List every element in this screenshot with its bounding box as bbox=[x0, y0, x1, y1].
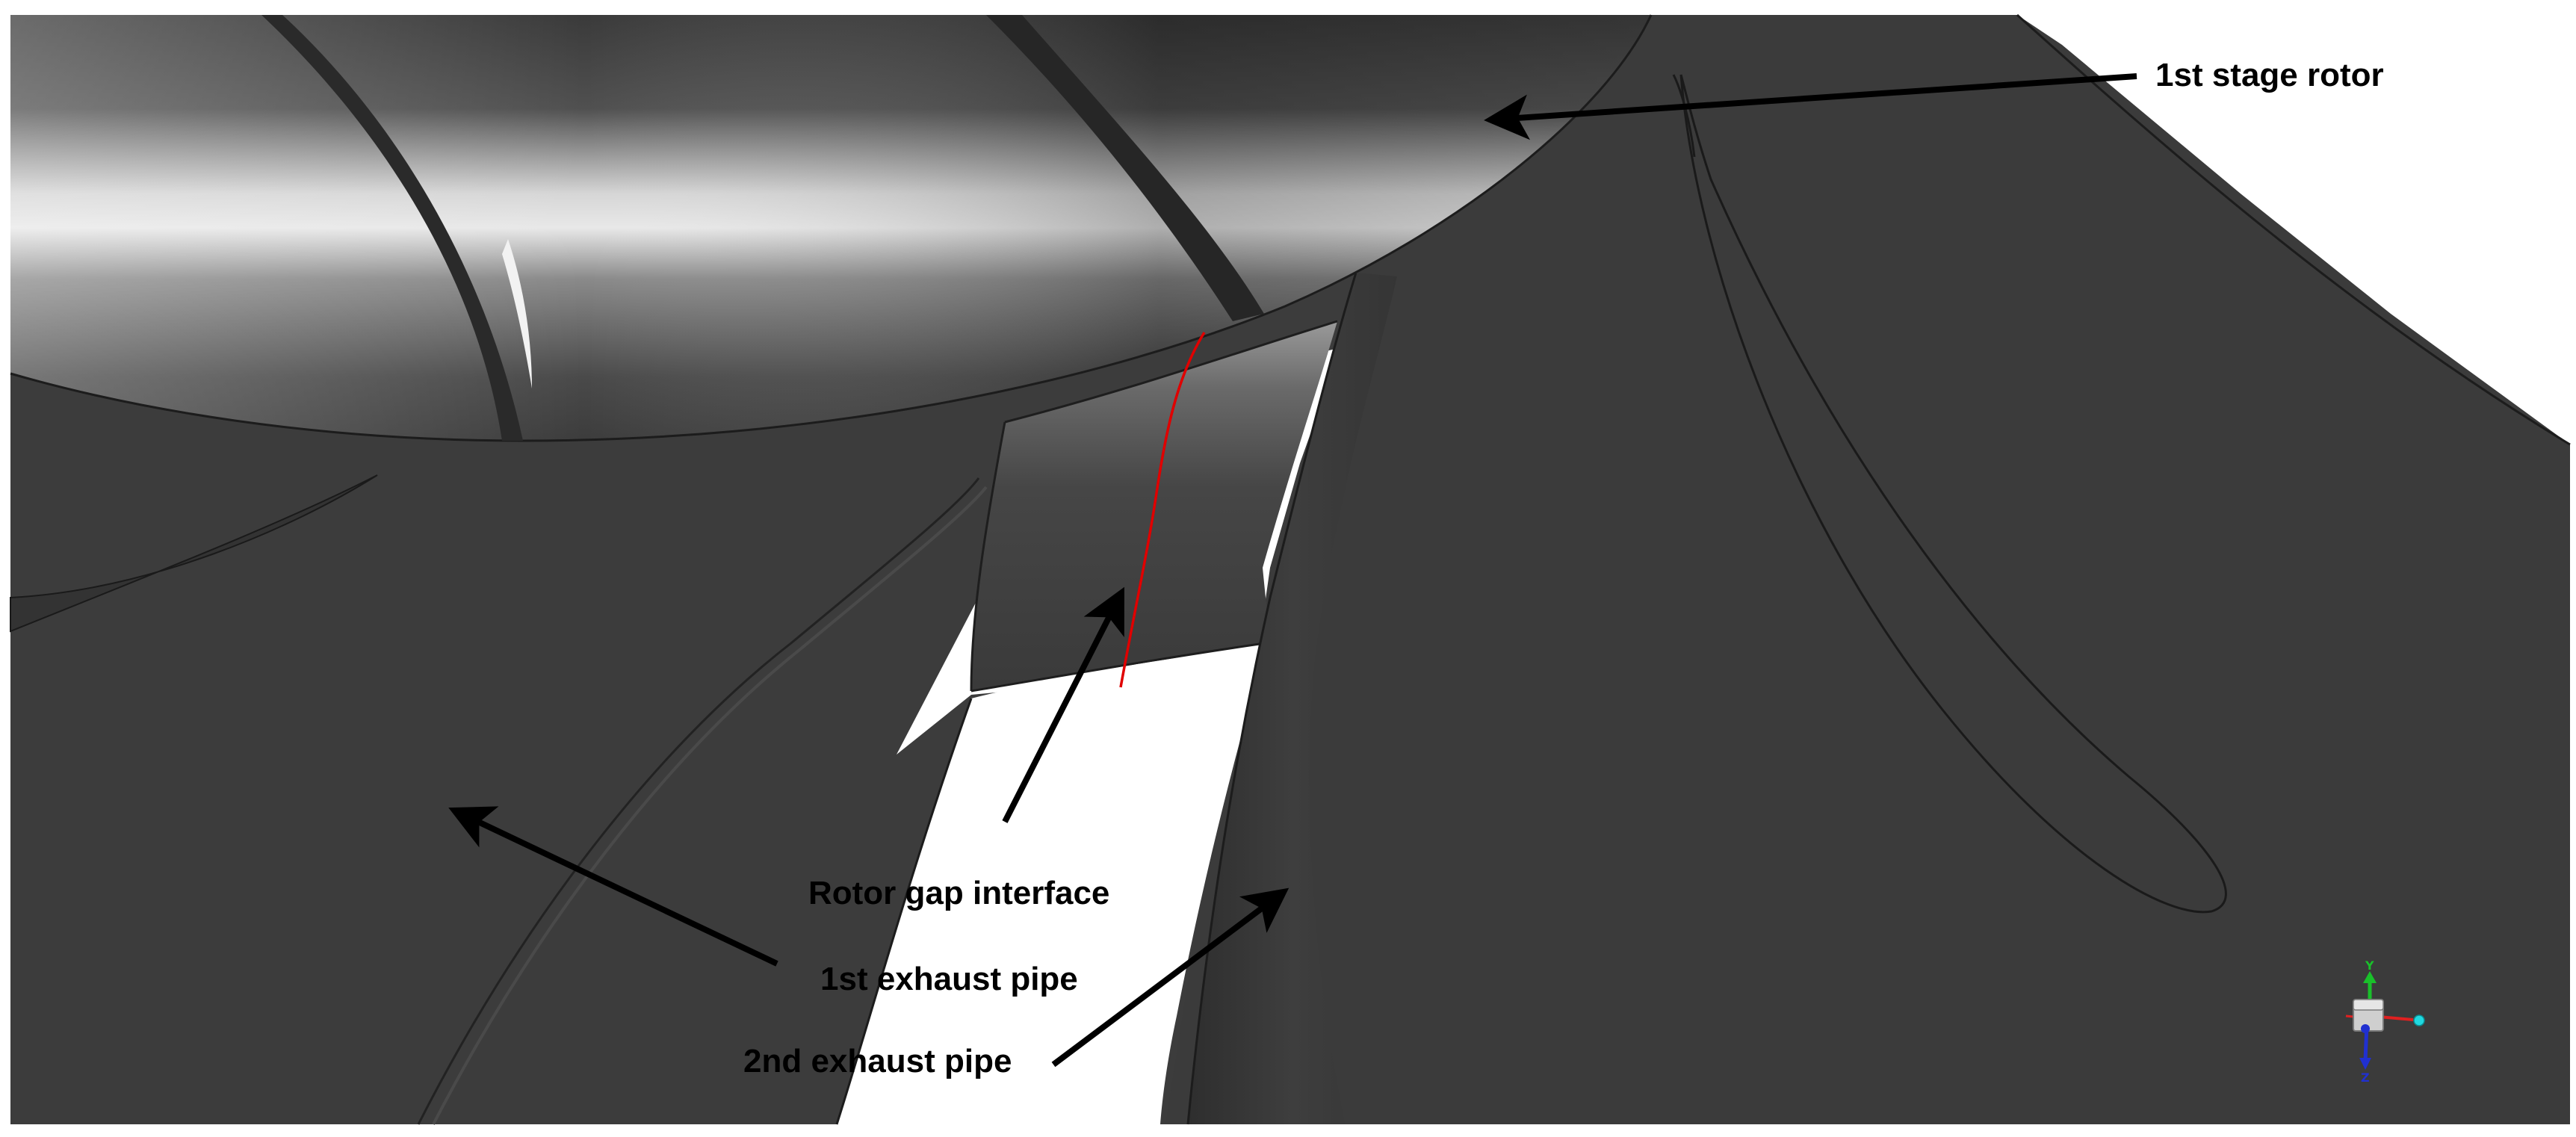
arrow-1st-exhaust-pipe bbox=[448, 806, 778, 967]
triad-cube-face bbox=[2353, 999, 2384, 1011]
ring-blade-slit-2 bbox=[986, 15, 1264, 321]
rotor-gap-band-left-edge bbox=[970, 421, 1006, 692]
rotor-blade-outline bbox=[1679, 74, 2227, 914]
rotor-gap-interface-line bbox=[1119, 332, 1206, 688]
first-exhaust-pipe-outline bbox=[835, 698, 973, 1125]
rotor-right-top-edge bbox=[2016, 13, 2571, 446]
label-1st-exhaust-pipe: 1st exhaust pipe bbox=[820, 961, 1078, 997]
arrow-rotor-gap-interface bbox=[1002, 586, 1124, 823]
arrow-1st-stage-rotor bbox=[1484, 73, 2137, 140]
second-exhaust-pipe-outline bbox=[1186, 272, 1357, 1125]
gap-opening bbox=[837, 646, 1266, 1124]
triad-y-label: Y bbox=[2365, 958, 2374, 973]
rotor-gap-band-bottom-edge bbox=[970, 641, 1271, 693]
arrow-2nd-exhaust-pipe bbox=[1051, 887, 1289, 1068]
rotor-ring-lower-edge bbox=[10, 14, 1653, 442]
ring-blade-slit-1 bbox=[261, 15, 523, 441]
label-2nd-exhaust-pipe: 2nd exhaust pipe bbox=[743, 1043, 1012, 1079]
rotor-ring-shading bbox=[10, 15, 1651, 441]
second-exhaust-pipe-body bbox=[1165, 15, 2570, 1124]
rotor-gap-band-top-edge bbox=[1004, 320, 1338, 424]
triad-z-arrowhead bbox=[2359, 1058, 2371, 1070]
blade-sliver-left bbox=[10, 474, 378, 633]
label-1st-stage-rotor: 1st stage rotor bbox=[2155, 57, 2384, 93]
pipe-crease-highlight bbox=[432, 486, 988, 1125]
triad-z-label: Z bbox=[2361, 1071, 2370, 1085]
pipe-crease-line bbox=[417, 477, 980, 1125]
triad-origin bbox=[2361, 1024, 2370, 1033]
triad-x-tip bbox=[2413, 1014, 2425, 1026]
ring-blade-slit-1-light bbox=[502, 239, 532, 388]
orientation-triad: Y Z bbox=[2345, 958, 2425, 1085]
label-rotor-gap-interface: Rotor gap interface bbox=[808, 875, 1109, 911]
triad-y-arrowhead bbox=[2363, 971, 2377, 983]
